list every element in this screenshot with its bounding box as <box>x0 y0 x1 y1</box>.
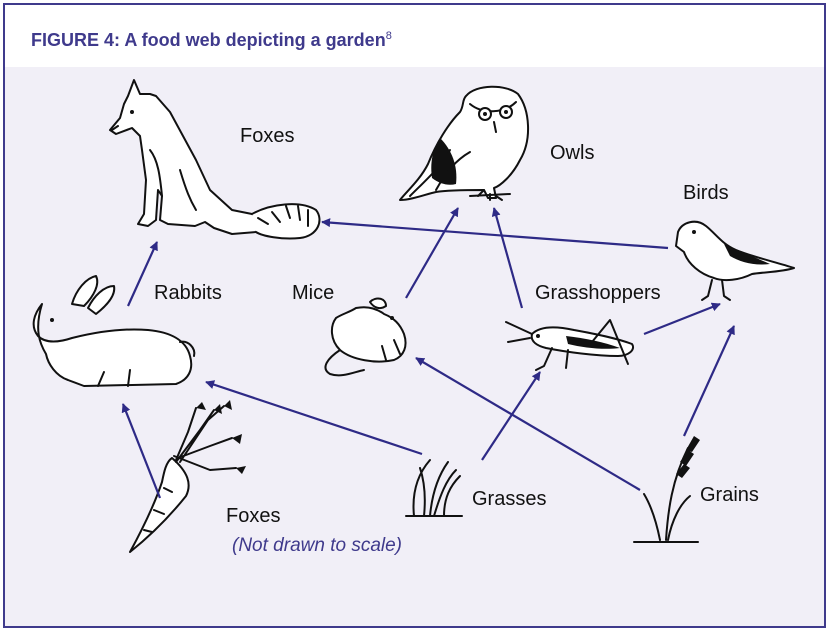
label-rabbits: Rabbits <box>154 282 222 305</box>
label-grasshoppers: Grasshoppers <box>535 282 661 305</box>
grain-illustration <box>634 436 700 542</box>
arrow-mice-to-owls <box>406 208 458 298</box>
label-carrots: Foxes <box>226 505 280 528</box>
arrow-grasshoppers-to-owls <box>494 208 522 308</box>
arrow-grasses-to-grasshoppers <box>482 372 540 460</box>
carrot-illustration <box>130 400 246 552</box>
label-grains: Grains <box>700 484 759 507</box>
label-birds: Birds <box>683 182 729 205</box>
figure-caption: (Not drawn to scale) <box>232 535 402 557</box>
arrow-grains-to-birds <box>684 326 734 436</box>
bird-illustration <box>676 222 794 300</box>
label-foxes: Foxes <box>240 125 294 148</box>
food-web-arrows <box>123 208 734 498</box>
arrow-grains-to-mice <box>416 358 640 490</box>
label-owls: Owls <box>550 142 594 165</box>
arrow-birds-to-foxes <box>322 222 668 248</box>
grass-illustration <box>406 460 462 516</box>
owl-illustration <box>400 87 528 200</box>
label-grasses: Grasses <box>472 488 546 511</box>
grasshopper-illustration <box>506 320 633 370</box>
arrow-grasses-to-rabbits <box>206 382 422 454</box>
label-mice: Mice <box>292 282 334 305</box>
arrow-carrots-to-rabbits <box>123 404 160 498</box>
arrow-grasshoppers-to-birds <box>644 304 720 334</box>
fox-illustration <box>110 80 319 239</box>
arrow-rabbits-to-foxes <box>128 242 157 306</box>
mouse-illustration <box>325 299 405 376</box>
